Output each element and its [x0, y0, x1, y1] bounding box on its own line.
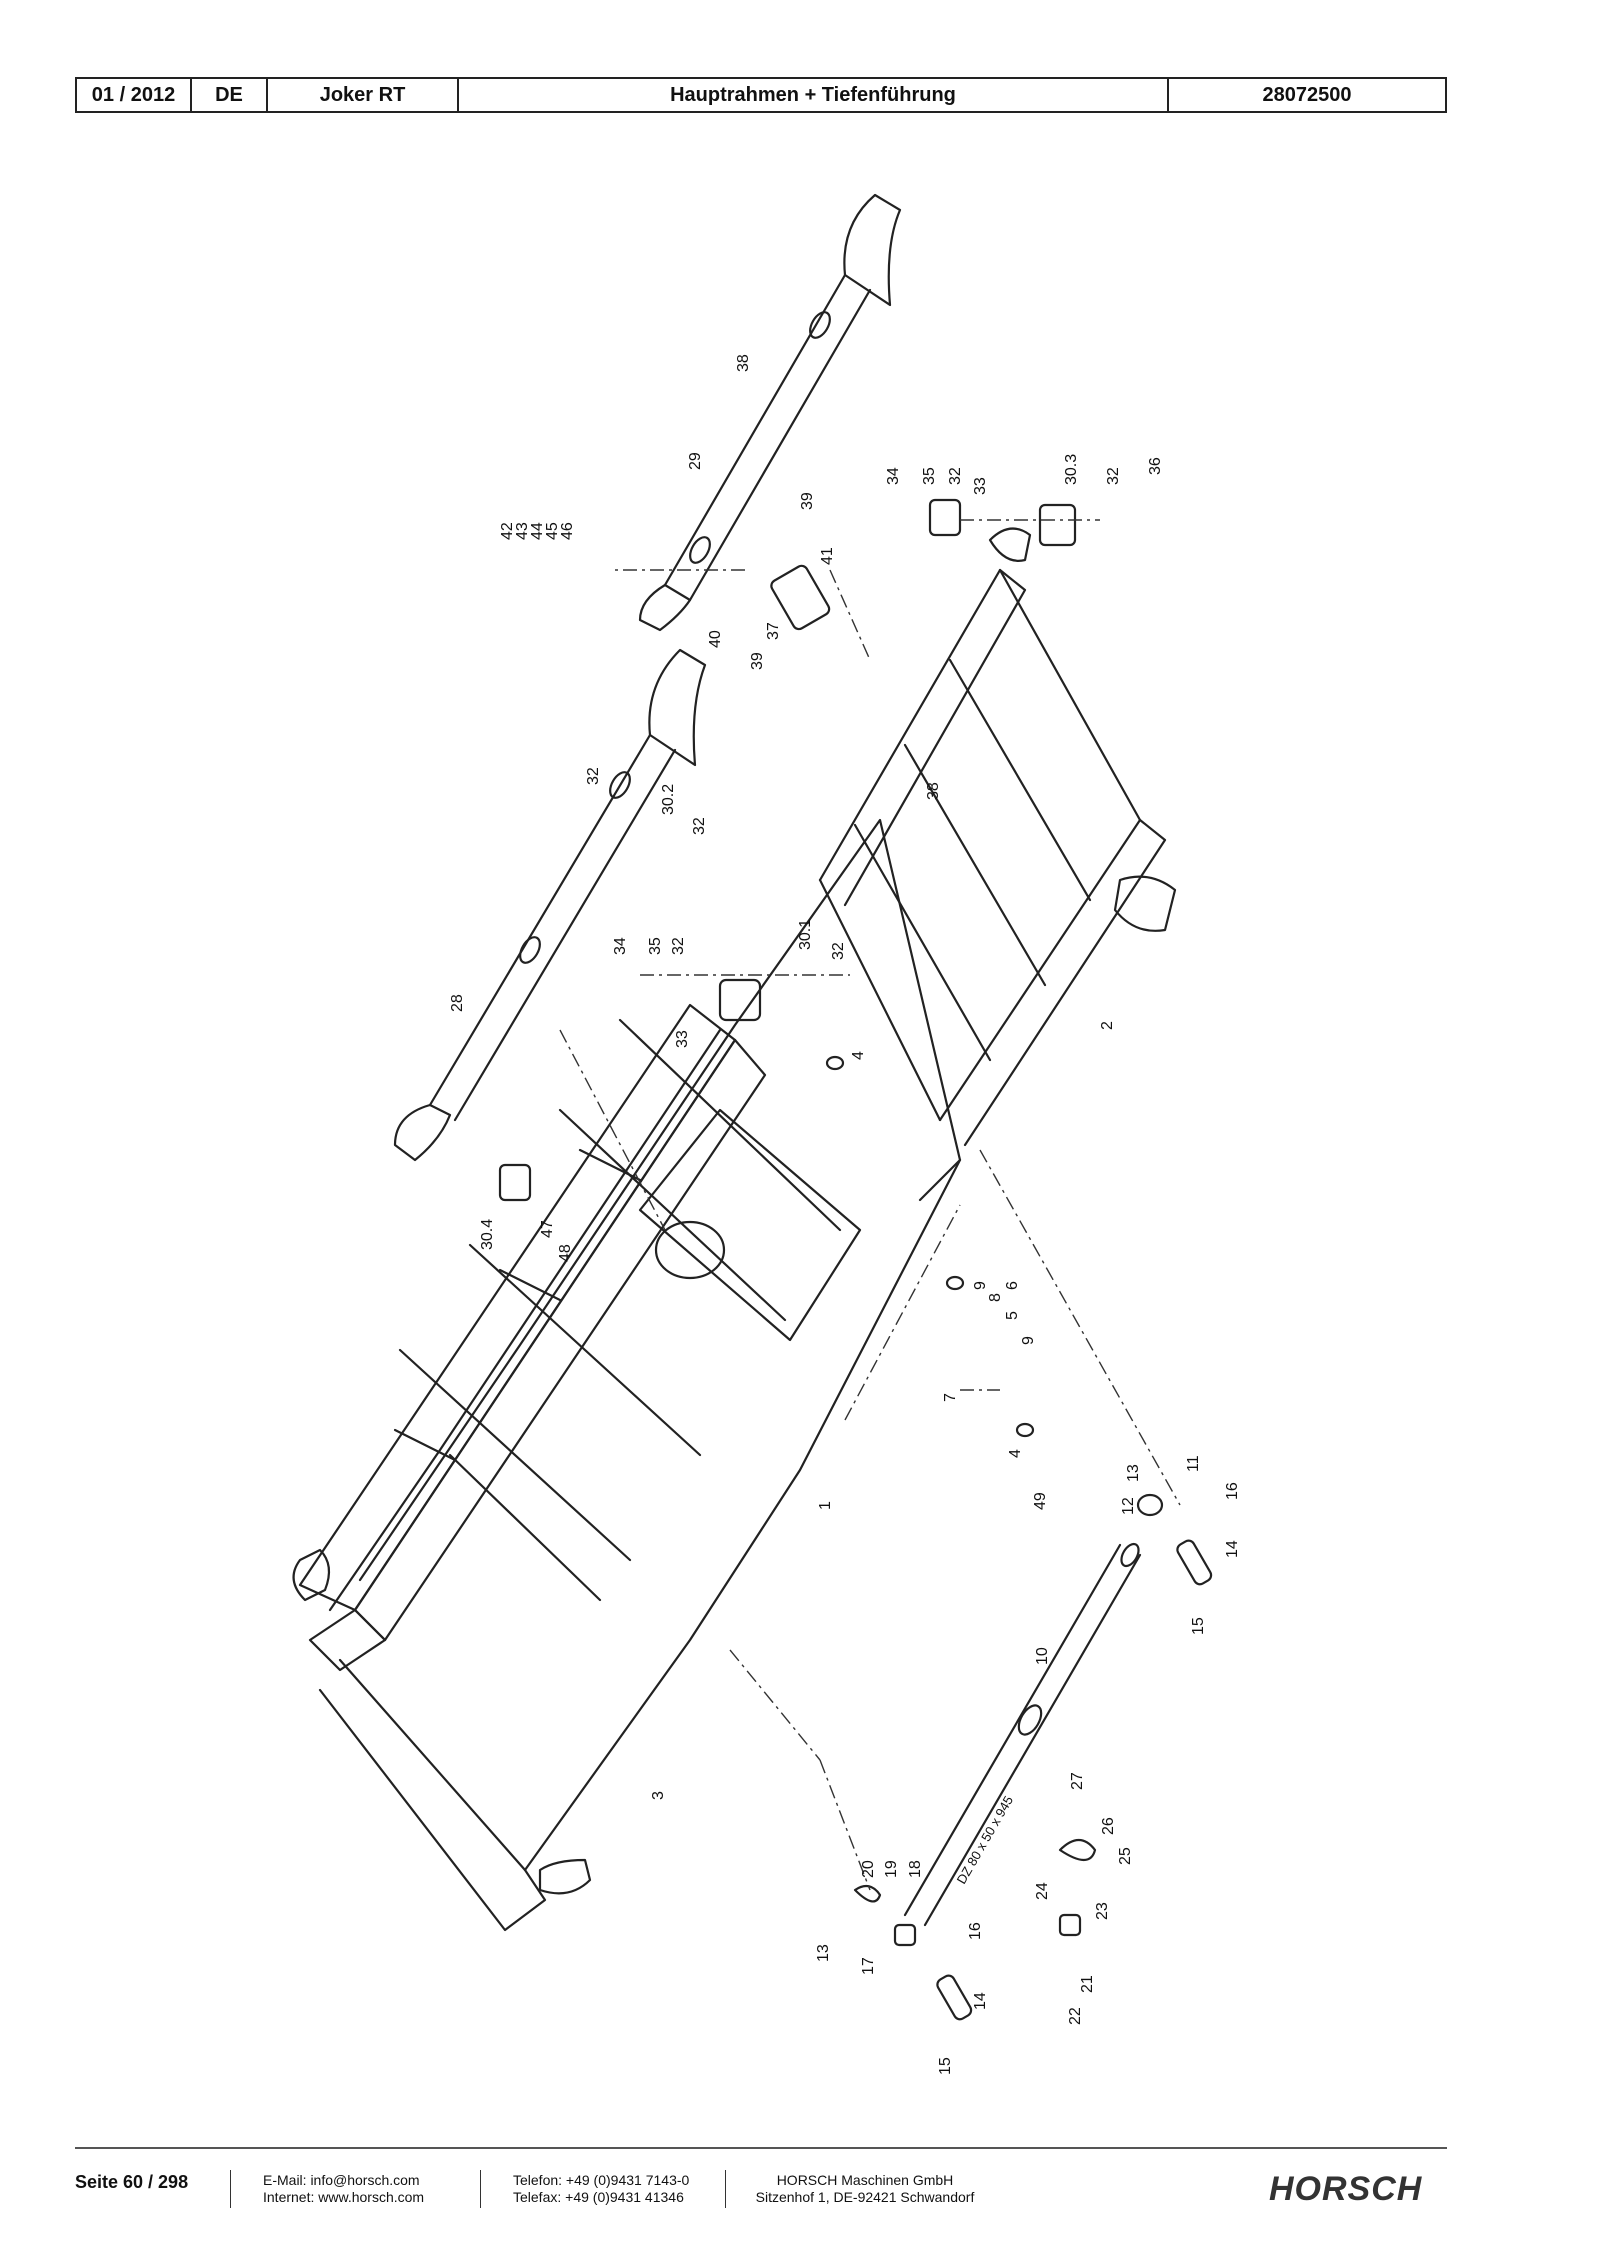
- main-frame: [292, 818, 962, 1932]
- label: 49: [1032, 1492, 1049, 1510]
- label: 32: [830, 942, 847, 960]
- label: 20: [860, 1860, 877, 1878]
- footer-company-block: HORSCH Maschinen GmbH Sitzenhof 1, DE-92…: [755, 2172, 975, 2206]
- horsch-logo-text: HORSCH: [1269, 2170, 1423, 2208]
- label: 48: [557, 1244, 574, 1262]
- label: 16: [967, 1922, 984, 1940]
- label: 1: [817, 1501, 834, 1510]
- callout-labels: 38 29 42 43 44 45 46 39 40 37 39 41 34 3…: [449, 354, 1241, 2075]
- label: 18: [907, 1860, 924, 1878]
- header-language: DE: [192, 79, 268, 111]
- label: 4: [850, 1051, 867, 1060]
- label: 15: [937, 2057, 954, 2075]
- label: 6: [1004, 1281, 1021, 1290]
- footer-fax: Telefax: +49 (0)9431 41346: [513, 2189, 684, 2205]
- label: 14: [972, 1992, 989, 2010]
- tube-29: [638, 193, 902, 632]
- label: 14: [1224, 1540, 1241, 1558]
- label: DZ 80 x 50 x 945: [954, 1793, 1016, 1886]
- label: 13: [815, 1944, 832, 1962]
- label: 37: [765, 622, 782, 640]
- label: 46: [559, 522, 576, 540]
- label: 4: [1007, 1449, 1024, 1458]
- label: 19: [883, 1860, 900, 1878]
- footer-address: Sitzenhof 1, DE-92421 Schwandorf: [755, 2189, 975, 2205]
- label: 45: [544, 522, 561, 540]
- label: 29: [687, 452, 704, 470]
- label: 30.1: [797, 919, 814, 950]
- footer-company: HORSCH Maschinen GmbH: [776, 2172, 954, 2188]
- label: 39: [749, 652, 766, 670]
- header-table: 01 / 2012 DE Joker RT Hauptrahmen + Tief…: [75, 77, 1447, 113]
- label: 38: [735, 354, 752, 372]
- label: 32: [1105, 467, 1122, 485]
- horsch-logo: HORSCH: [1269, 2170, 1423, 2208]
- label: 7: [942, 1393, 959, 1402]
- label: 30.4: [479, 1219, 496, 1250]
- label: 32: [691, 817, 708, 835]
- footer-separator: [230, 2170, 231, 2208]
- label: 10: [1034, 1647, 1051, 1665]
- footer-contact: E-Mail: info@horsch.com Internet: www.ho…: [263, 2172, 424, 2206]
- footer-internet[interactable]: Internet: www.horsch.com: [263, 2189, 425, 2205]
- footer-phone: Telefon: +49 (0)9431 7143-0: [513, 2172, 690, 2188]
- footer-separator: [725, 2170, 726, 2208]
- label: 32: [670, 937, 687, 955]
- label: 47: [539, 1220, 556, 1238]
- footer-divider: [75, 2147, 1447, 2149]
- label: 34: [885, 467, 902, 485]
- label: 5: [1004, 1311, 1021, 1320]
- page-number: Seite 60 / 298: [75, 2172, 189, 2192]
- label: 41: [819, 547, 836, 565]
- label: 11: [1185, 1455, 1202, 1472]
- footer-email[interactable]: E-Mail: info@horsch.com: [263, 2172, 420, 2188]
- header-title: Hauptrahmen + Tiefenführung: [459, 79, 1169, 111]
- label: 28: [449, 994, 466, 1012]
- label: 34: [612, 937, 629, 955]
- label: 16: [1224, 1482, 1241, 1500]
- label: 21: [1079, 1975, 1096, 1993]
- label: 42: [499, 522, 516, 540]
- tube-28: [393, 648, 707, 1162]
- footer-separator: [480, 2170, 481, 2208]
- label: 38: [925, 782, 942, 800]
- label: 12: [1120, 1497, 1137, 1515]
- label: 25: [1117, 1847, 1134, 1865]
- label: 23: [1094, 1902, 1111, 1920]
- small-parts: [498, 498, 1213, 2021]
- cylinder-10: [903, 1542, 1142, 1927]
- label: 33: [972, 477, 989, 495]
- label: 44: [529, 522, 546, 540]
- label: 30.2: [660, 784, 677, 815]
- label: 24: [1034, 1882, 1051, 1900]
- label: 36: [1147, 457, 1164, 475]
- label: 35: [921, 467, 938, 485]
- label: 2: [1099, 1021, 1116, 1030]
- label: 33: [674, 1030, 691, 1048]
- label: 15: [1190, 1617, 1207, 1635]
- label: 43: [514, 522, 531, 540]
- rear-frame: [818, 527, 1177, 1147]
- header-part-number: 28072500: [1262, 83, 1352, 106]
- header-model: Joker RT: [268, 79, 459, 111]
- label: 26: [1100, 1817, 1117, 1835]
- label: 35: [647, 937, 664, 955]
- label: 32: [585, 767, 602, 785]
- label: 39: [799, 492, 816, 510]
- label: 9: [1020, 1336, 1037, 1345]
- label: 27: [1069, 1772, 1086, 1790]
- label: 40: [707, 630, 724, 648]
- label: 30.3: [1063, 454, 1080, 485]
- label: 3: [650, 1791, 667, 1800]
- label: 22: [1067, 2007, 1084, 2025]
- label: 32: [947, 467, 964, 485]
- footer: Seite 60 / 298 E-Mail: info@horsch.com I…: [75, 2160, 1447, 2220]
- header-date: 01 / 2012: [77, 79, 192, 111]
- label: 13: [1125, 1464, 1142, 1482]
- label: 9: [972, 1281, 989, 1290]
- label: 8: [987, 1293, 1004, 1302]
- label: 17: [860, 1957, 877, 1975]
- footer-phone-block: Telefon: +49 (0)9431 7143-0 Telefax: +49…: [513, 2172, 689, 2206]
